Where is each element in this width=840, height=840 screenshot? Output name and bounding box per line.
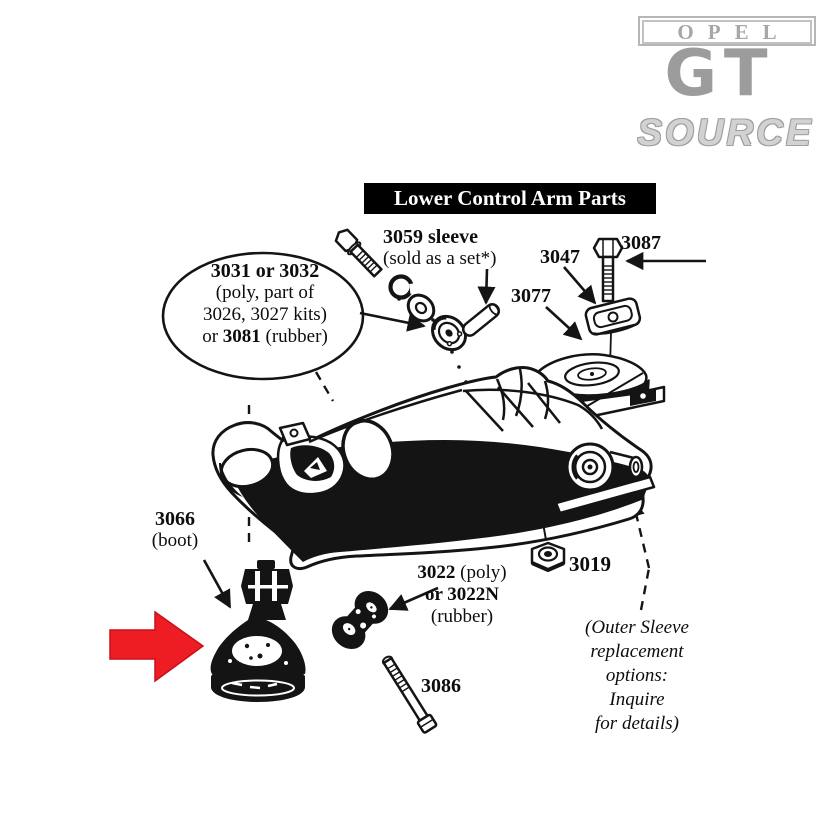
label-3022-bushing: 3022 (poly) or 3022N (rubber) <box>406 562 518 628</box>
logo-source-text: SOURCE <box>637 112 814 153</box>
bushing-3031-drawing <box>430 314 468 352</box>
callout-line1: 3031 or 3032 <box>210 260 320 282</box>
nut-3019-drawing <box>530 499 566 572</box>
label-3059-title: 3059 sleeve <box>383 226 533 248</box>
diagram-title: Lower Control Arm Parts <box>394 186 626 210</box>
arrow-3047-plate <box>563 266 597 305</box>
outer-sleeve-note-line2: replacement <box>590 641 684 662</box>
arrow-3022-bushing <box>388 586 439 611</box>
part-label-3087: 3087 <box>621 232 661 254</box>
callout-line4: or 3081 (rubber) <box>170 326 360 348</box>
part-name-3059: sleeve <box>423 226 478 248</box>
part-number-3022: 3022 <box>417 562 456 583</box>
part-label-3086: 3086 <box>421 675 461 697</box>
outer-sleeve-note-line4: Inquire <box>609 689 665 710</box>
outer-sleeve-note-line5: for details) <box>595 713 679 734</box>
plate-3047-drawing <box>584 297 642 336</box>
label-3022-alt-note: (rubber) <box>430 606 494 627</box>
part-number-3066: 3066 <box>155 508 195 530</box>
arrow-3031-bushing <box>359 311 426 332</box>
diagram-title-box: Lower Control Arm Parts <box>364 183 656 214</box>
outer-sleeve-note-line3: options: <box>605 665 669 686</box>
arrow-3059-sleeve <box>477 268 496 305</box>
red-highlight-arrow-icon <box>109 610 205 683</box>
callout-ellipse <box>161 251 365 381</box>
label-3059-sleeve: 3059 sleeve (sold as a set*) <box>383 226 533 270</box>
fastener-stack-drawing <box>334 228 501 384</box>
label-3066-note: (boot) <box>151 530 199 551</box>
outer-sleeve-note: (Outer Sleeve replacement options: Inqui… <box>558 616 716 736</box>
bolt-3087-drawing <box>592 237 624 303</box>
bushing-3022-drawing <box>331 590 389 650</box>
outer-sleeve-note-line1: (Outer Sleeve <box>585 617 689 638</box>
arrow-3066-boot <box>202 559 232 609</box>
label-3022-alt: or 3022N <box>424 584 500 605</box>
part-label-3077: 3077 <box>511 285 551 307</box>
part-label-3047: 3047 <box>540 246 580 268</box>
logo-opel-box: OPEL <box>638 16 816 46</box>
leader-arrows <box>202 251 706 611</box>
logo-opel-text: OPEL <box>642 20 812 44</box>
sleeve-3059-drawing <box>461 303 501 337</box>
label-3022-note: (poly) <box>455 562 507 583</box>
ball-joint-boot-drawing <box>210 560 306 702</box>
bolt-3086-drawing <box>381 655 438 734</box>
part-number-3059: 3059 <box>383 226 423 248</box>
label-3059-note: (sold as a set*) <box>383 248 497 269</box>
callout-line4-prefix: or <box>202 326 223 347</box>
callout-line2: (poly, part of <box>215 282 315 303</box>
label-3066-boot: 3066 (boot) <box>133 508 217 552</box>
part-label-3019: 3019 <box>569 552 611 576</box>
callout-3031-3032: 3031 or 3032 (poly, part of 3026, 3027 k… <box>170 260 360 348</box>
lock-washer-drawing <box>388 274 416 300</box>
logo-gt-text: GT <box>664 37 776 111</box>
arrow-3077-mount <box>545 306 583 341</box>
callout-line4-number: 3081 <box>222 326 261 347</box>
callout-line3: 3026, 3027 kits) <box>202 304 328 325</box>
label-3022-line1: 3022 (poly) <box>406 562 518 584</box>
callout-line4-suffix: (rubber) <box>260 326 328 347</box>
